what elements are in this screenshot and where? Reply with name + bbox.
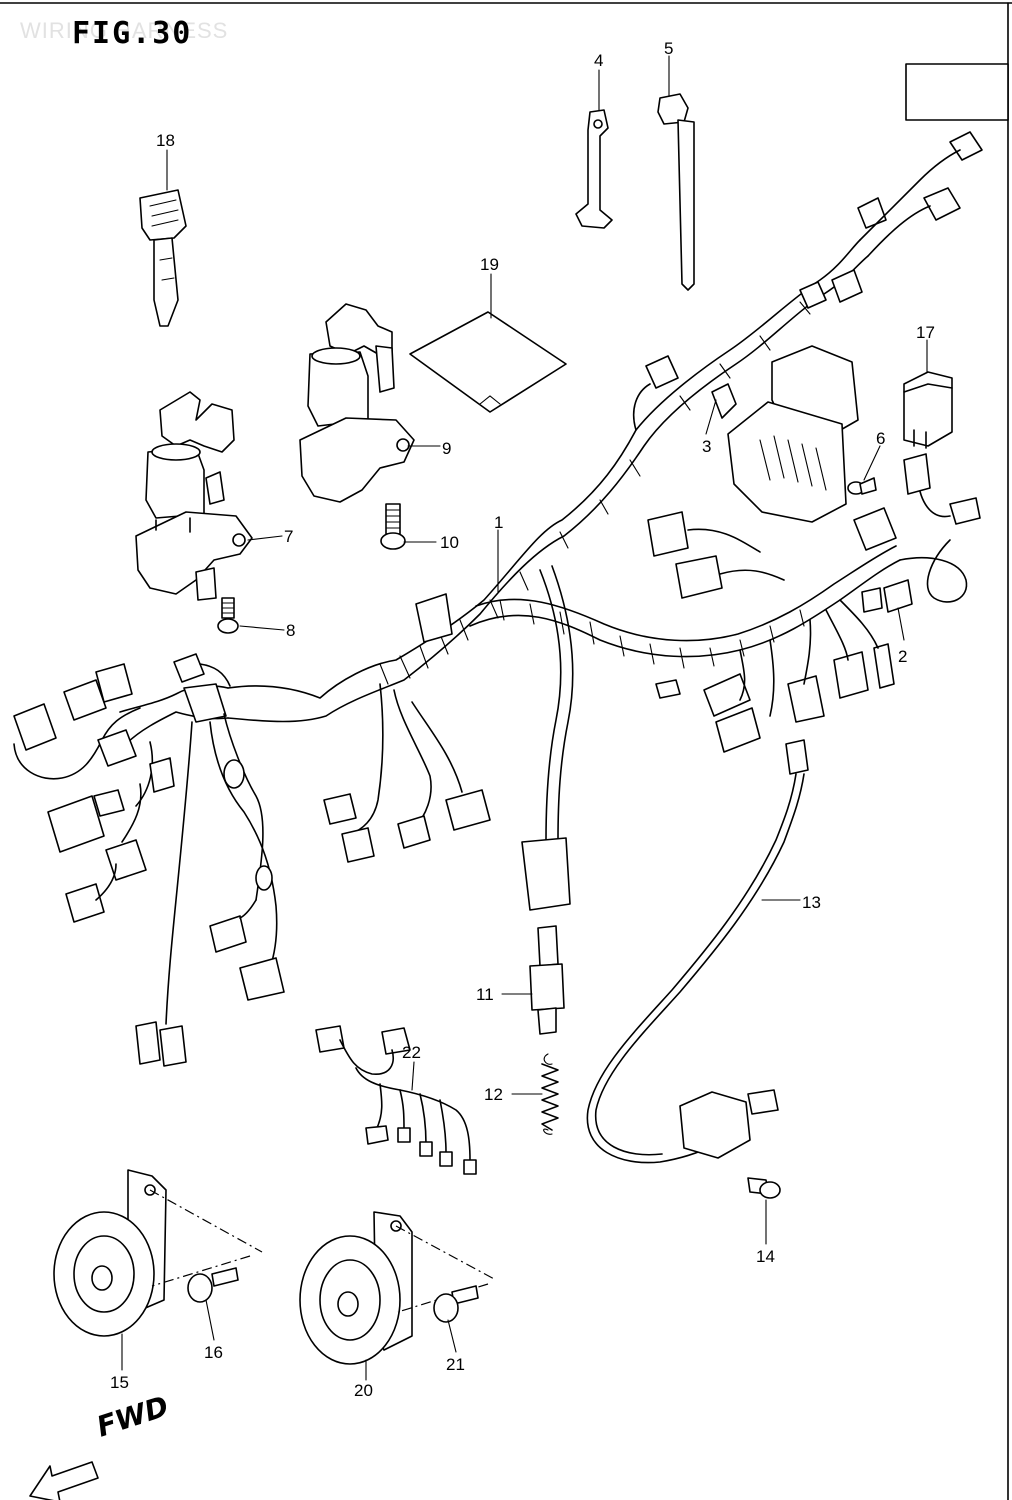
callout-labels: 1 2 3 4 5 6 7 8 9 10 11 12 13 14 15 16 1…: [110, 39, 935, 1400]
fuse-box: [711, 345, 859, 523]
cable-tie-5: [657, 93, 695, 291]
callout-11[interactable]: 11: [476, 985, 494, 1004]
center-harness-branches: [323, 565, 574, 911]
callout-10[interactable]: 10: [440, 533, 459, 552]
wire-lead-13: [586, 739, 809, 1164]
callout-2[interactable]: 2: [898, 647, 907, 666]
key-18: [139, 189, 187, 327]
figure-watermark: WIRING HARNESS: [20, 18, 229, 43]
figure-title: FIG.30: [72, 16, 193, 51]
callout-18[interactable]: 18: [156, 131, 175, 150]
screw-8: [217, 597, 239, 634]
bolt-21: [433, 1285, 479, 1323]
callout-13[interactable]: 13: [802, 893, 821, 912]
bolt-16: [187, 1267, 239, 1303]
callout-14[interactable]: 14: [756, 1247, 775, 1266]
callout-3[interactable]: 3: [702, 437, 711, 456]
bolt-10: [380, 503, 406, 550]
relay-17: [903, 371, 953, 449]
callout-16[interactable]: 16: [204, 1343, 223, 1362]
label-sheet-corner: [479, 395, 501, 405]
horn-15-mount-line-lower: [151, 1255, 251, 1287]
callout-4[interactable]: 4: [594, 51, 603, 70]
leader-lines: [121, 55, 928, 1381]
clamp-4: [575, 109, 613, 229]
callout-12[interactable]: 12: [484, 1085, 503, 1104]
callout-17[interactable]: 17: [916, 323, 935, 342]
callout-20[interactable]: 20: [354, 1381, 373, 1400]
reference-box: [905, 63, 1009, 121]
callout-1[interactable]: 1: [494, 513, 503, 532]
screw-6: [847, 477, 877, 495]
callout-6[interactable]: 6: [876, 429, 885, 448]
screw-14: [747, 1177, 781, 1199]
callout-22[interactable]: 22: [402, 1043, 421, 1062]
steering-lock-9: [299, 303, 415, 503]
sub-harness-22: [315, 1025, 477, 1175]
main-wiring-harness-1: [227, 131, 983, 753]
horn-20-mount-line: [395, 1225, 497, 1281]
callout-15[interactable]: 15: [110, 1373, 129, 1392]
callout-21[interactable]: 21: [446, 1355, 465, 1374]
horn-15-mount-line: [149, 1189, 263, 1253]
callout-8[interactable]: 8: [286, 621, 295, 640]
fwd-arrow: [29, 1461, 99, 1500]
label-sheet-19: [409, 311, 567, 413]
callout-5[interactable]: 5: [664, 39, 673, 58]
horn-20: [299, 1211, 413, 1365]
sensor-11: [529, 925, 565, 1035]
left-harness-connectors: [13, 653, 285, 1067]
horn-15: [53, 1169, 167, 1337]
ignition-switch-7: [135, 391, 253, 601]
callout-7[interactable]: 7: [284, 527, 293, 546]
callout-19[interactable]: 19: [480, 255, 499, 274]
spring-12: [541, 1053, 559, 1135]
callout-9[interactable]: 9: [442, 439, 451, 458]
